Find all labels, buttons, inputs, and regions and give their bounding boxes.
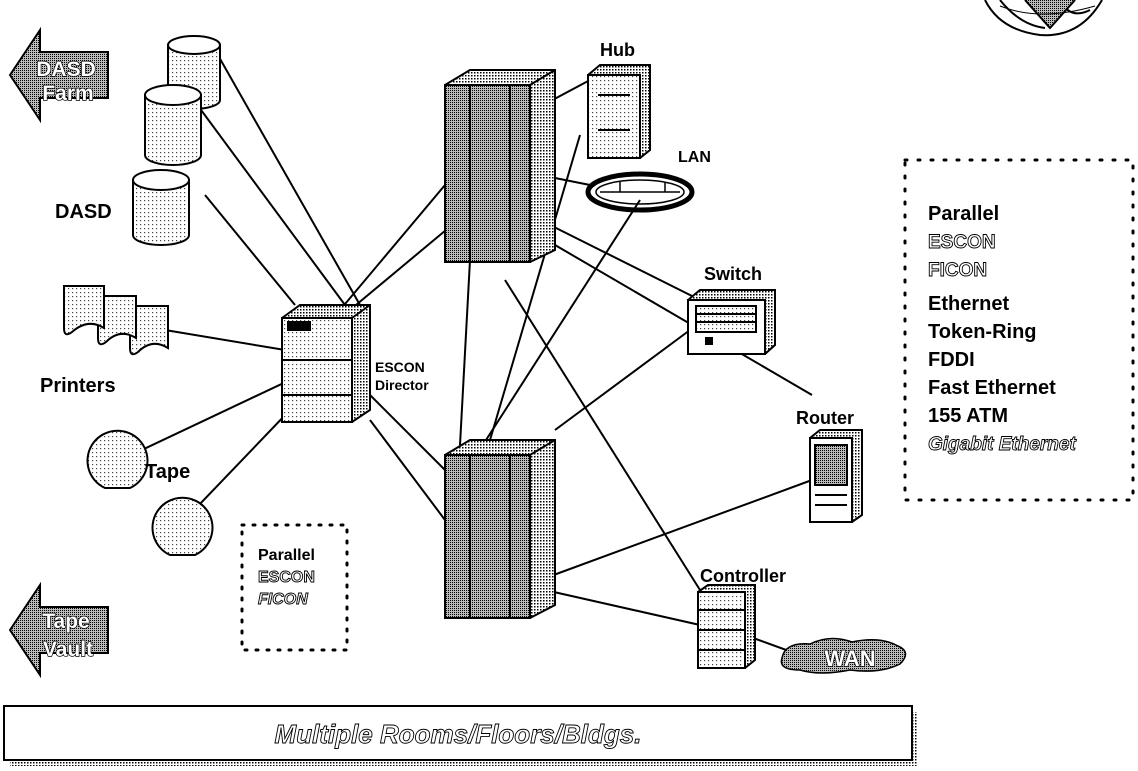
dasd-cylinder-icon [144,84,202,166]
wan-label: WAN [824,646,875,671]
legend-parallel: Parallel [928,203,999,225]
controller-label: Controller [700,566,786,586]
escon-director-label-2: Director [375,377,429,393]
wan-cloud-icon: WAN [780,637,907,674]
dasd-label: DASD [55,201,112,223]
dasd-farm-arrow: DASD Farm [8,26,109,124]
location-banner: Multiple Rooms/Floors/Bldgs. [3,705,918,766]
small-legend-box: Parallel ESCON FICON [240,523,349,652]
tape-label: Tape [145,461,190,483]
dasd-farm-label-2: Farm [42,82,93,105]
small-legend-parallel: Parallel [258,547,315,564]
legend-ethernet: Ethernet [928,293,1009,315]
small-legend-escon: ESCON [258,569,315,586]
printers-label: Printers [40,375,116,397]
legend-escon: ESCON [928,232,996,253]
mainframe-bottom-icon [444,439,556,619]
router-icon [809,429,863,523]
dasd-farm-label-1: DASD [36,58,96,81]
lan-label: LAN [678,149,711,166]
tape-reels-icon [86,429,214,556]
legend-fast-ethernet: Fast Ethernet [928,377,1056,399]
banner-text: Multiple Rooms/Floors/Bldgs. [275,719,642,749]
big-legend-box: Parallel ESCON FICON Ethernet Token-Ring… [903,158,1135,502]
legend-fddi: FDDI [928,349,975,371]
globe-logo-icon [984,0,1103,37]
small-legend-ficon: FICON [258,591,308,608]
mainframe-top-icon [444,69,556,263]
switch-icon [687,289,776,355]
escon-director-label-1: ESCON [375,359,425,375]
hub-icon [587,64,651,159]
legend-ficon: FICON [928,260,987,281]
tape-vault-label-1: Tape [42,610,89,633]
legend-gigabit-ethernet: Gigabit Ethernet [928,434,1076,455]
controller-icon [697,584,756,669]
tape-vault-arrow: Tape Vault [8,581,109,679]
hub-label: Hub [600,40,635,60]
printers-icon [63,285,169,356]
dasd-cylinder-icon [132,169,190,246]
tape-vault-label-2: Vault [43,638,93,661]
legend-155-atm: 155 ATM [928,405,1008,427]
switch-label: Switch [704,264,762,284]
router-label: Router [796,408,854,428]
lan-ring-icon [585,171,695,213]
legend-token-ring: Token-Ring [928,321,1037,343]
dasd-farm-cylinders [132,35,221,246]
escon-director-icon [281,304,371,423]
